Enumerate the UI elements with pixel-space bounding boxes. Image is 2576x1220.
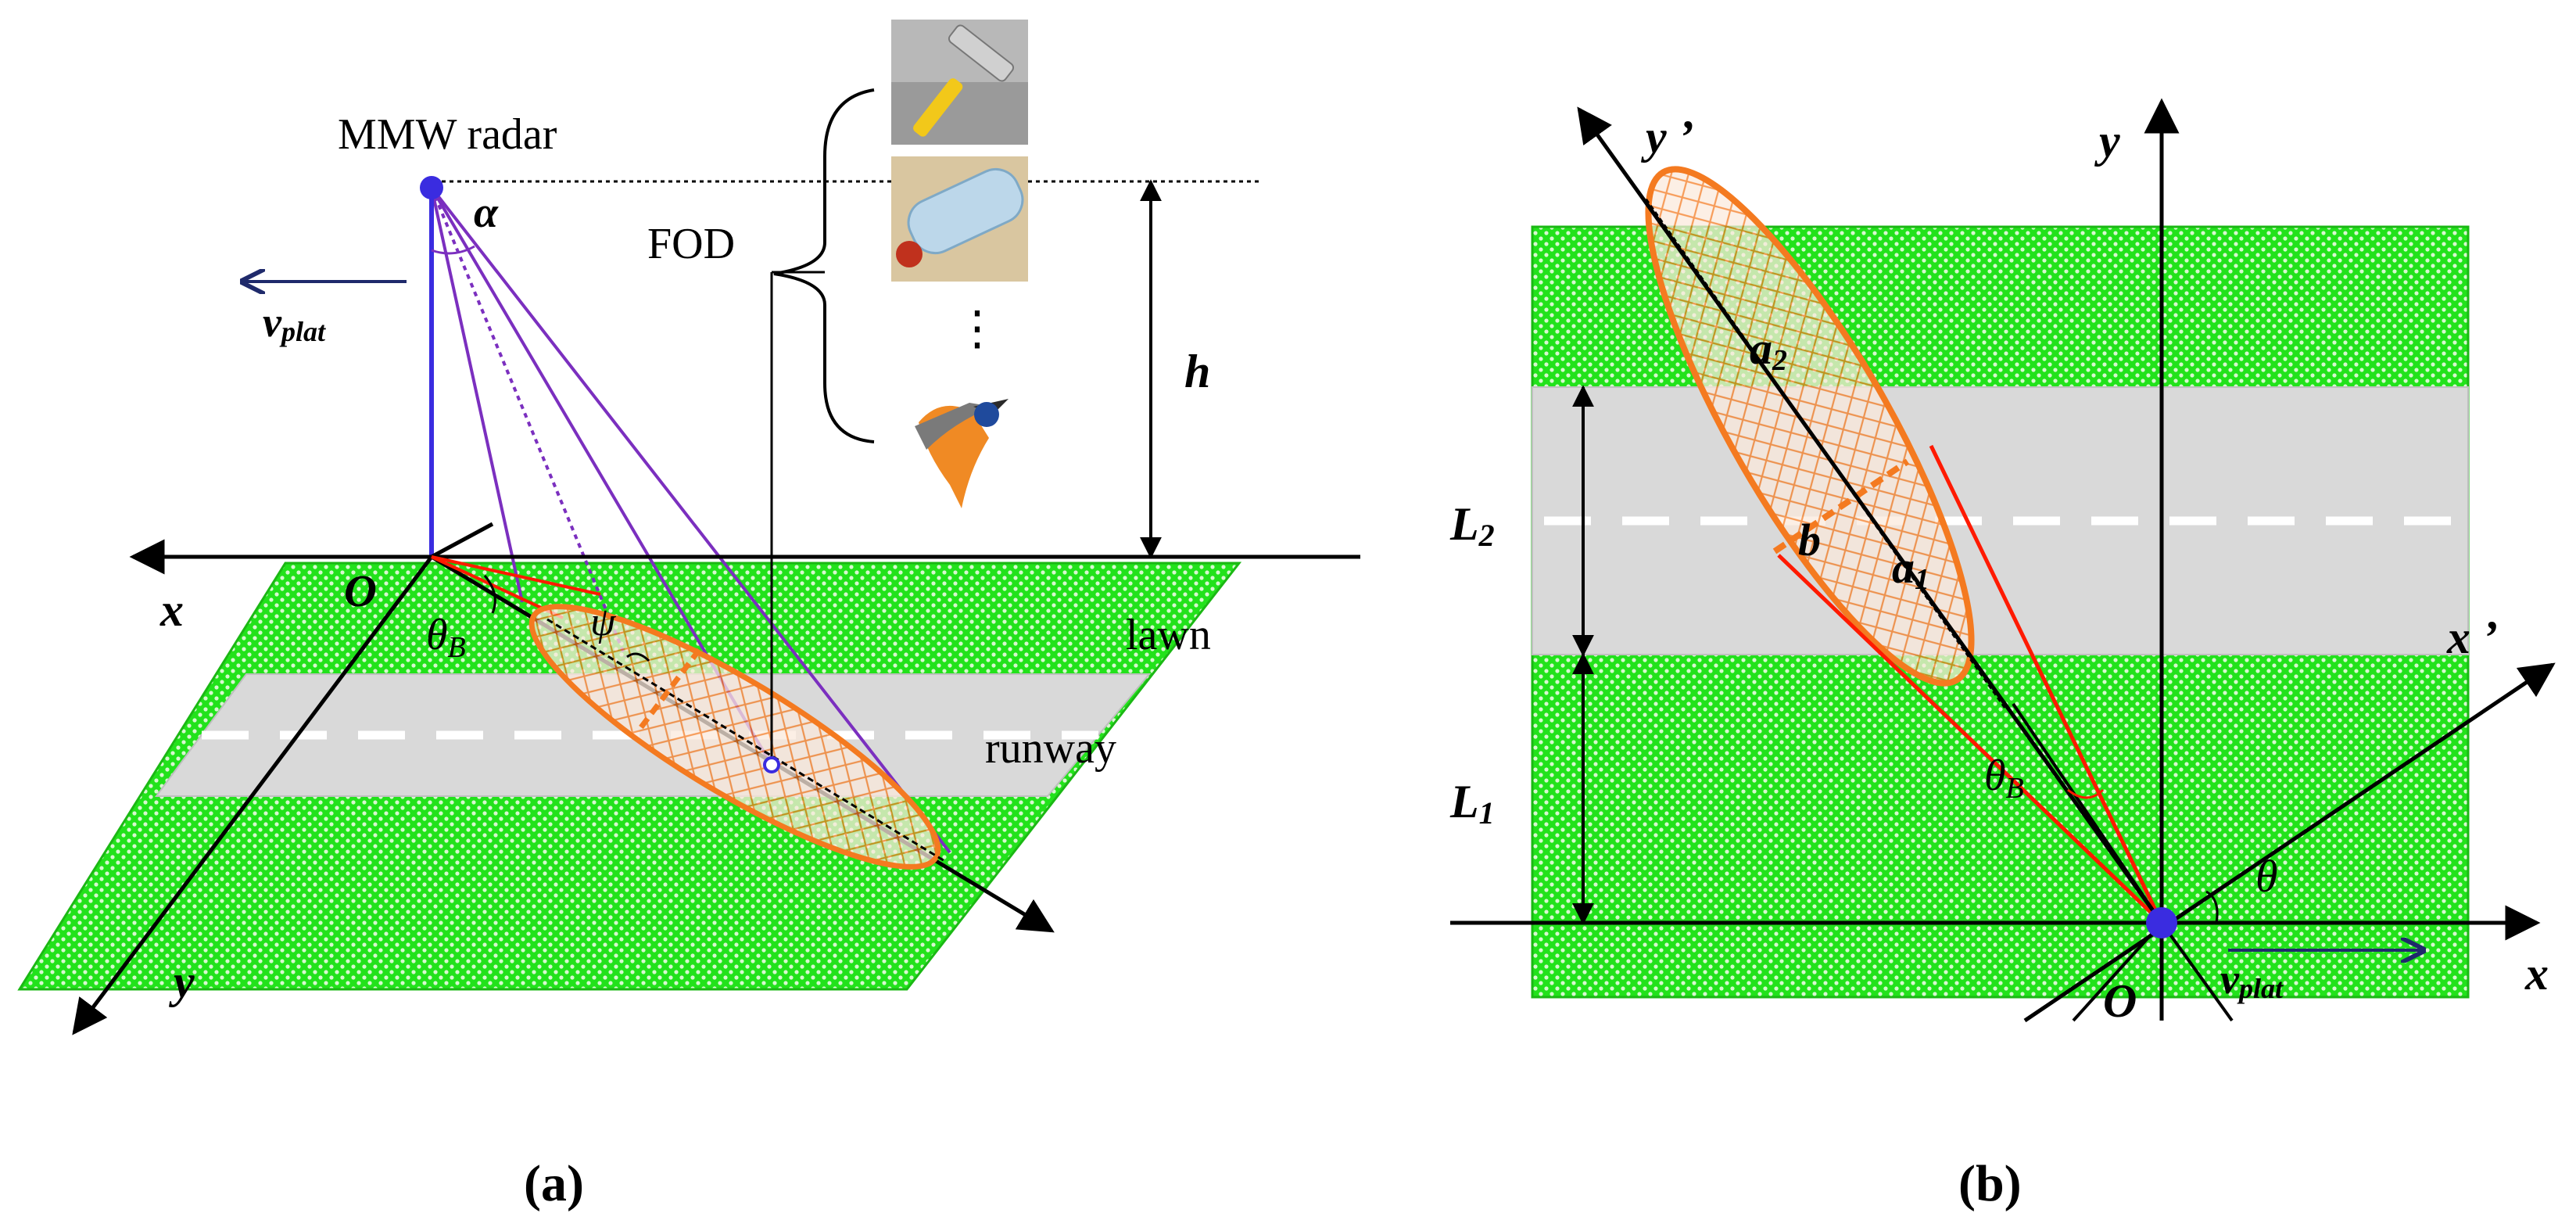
cone-ext-left <box>2072 921 2163 1022</box>
l1-label: L1 <box>1449 776 1495 831</box>
beam-slant-dotted-line <box>430 187 627 658</box>
y-axis-a-ext <box>430 522 494 559</box>
panel-b: y ’ y a2 b a1 L2 L1 x ’ θB θ vplat O x <box>1449 98 2556 1027</box>
footprint-major-axis-a <box>546 618 947 863</box>
y-prime-axis <box>1577 106 2164 924</box>
y-axis-a <box>72 555 433 1035</box>
a1-label: a1 <box>1892 542 1929 596</box>
fod-brace <box>773 88 875 443</box>
height-label: h <box>1184 346 1210 397</box>
runway-strip-b <box>1532 386 2469 655</box>
radar-dot <box>420 176 443 199</box>
theta-b-label-b: θB <box>1984 752 2024 805</box>
b-label: b <box>1798 515 1821 565</box>
radar-label: MMW radar <box>338 110 557 159</box>
theta-b-arc-a <box>483 575 496 614</box>
theta-b-arc-b <box>2067 788 2105 799</box>
beam-slant-line-far <box>430 186 951 854</box>
plastic-bottle-icon <box>891 156 1028 282</box>
beam-edge-1 <box>431 555 601 596</box>
caption-a: (a) <box>524 1155 584 1212</box>
theta-arc <box>2205 890 2219 924</box>
origin-label-b: O <box>2103 975 2137 1027</box>
footprint-ellipse-b <box>1645 166 1975 687</box>
l2-label: L2 <box>1449 498 1495 553</box>
x-axis-label-b: x <box>2524 948 2549 999</box>
x-prime-label: x ’ <box>2446 612 2498 663</box>
cone-ext-right <box>2160 921 2234 1022</box>
theta-label: θ <box>2255 851 2278 902</box>
bird-icon <box>915 399 1009 508</box>
beam-slant-line <box>430 187 524 603</box>
x-prime-axis <box>2023 662 2556 1023</box>
velocity-label-a: vplat <box>263 299 326 347</box>
alpha-arc <box>431 245 475 255</box>
x-axis-label-a: x <box>159 584 184 636</box>
origin-dot-b <box>2146 907 2177 938</box>
fod-label: FOD <box>647 220 735 268</box>
hammer-icon <box>891 20 1028 145</box>
origin-label-a: O <box>344 565 377 616</box>
a2-label: a2 <box>1750 323 1787 377</box>
fod-ellipsis: ⋮ <box>954 303 1001 354</box>
lawn-label: lawn <box>1126 611 1211 659</box>
fod-target-dot <box>763 756 780 773</box>
theta-b-label-a: θB <box>426 611 466 664</box>
caption-b: (b) <box>1958 1155 2022 1212</box>
beam-edge-b-1 <box>1929 444 2164 924</box>
runway-label: runway <box>985 724 1116 773</box>
y-prime-label: y ’ <box>1641 111 1694 163</box>
footprint-ellipse-a <box>528 604 941 870</box>
velocity-label-b: vplat <box>2220 956 2284 1004</box>
alpha-label: α <box>474 188 499 237</box>
psi-label: ψ <box>590 600 617 644</box>
panel-a: ⋮ MMW radar α vplat FOD h x O θB ψ lawn … <box>17 20 1360 1035</box>
psi-arc <box>626 652 650 662</box>
footprint-minor-axis-b <box>1772 458 1910 554</box>
beam-edge-b-2 <box>1777 554 2163 924</box>
y-axis-label-b: y <box>2094 115 2120 167</box>
y-axis-label-a: y <box>169 956 195 1007</box>
